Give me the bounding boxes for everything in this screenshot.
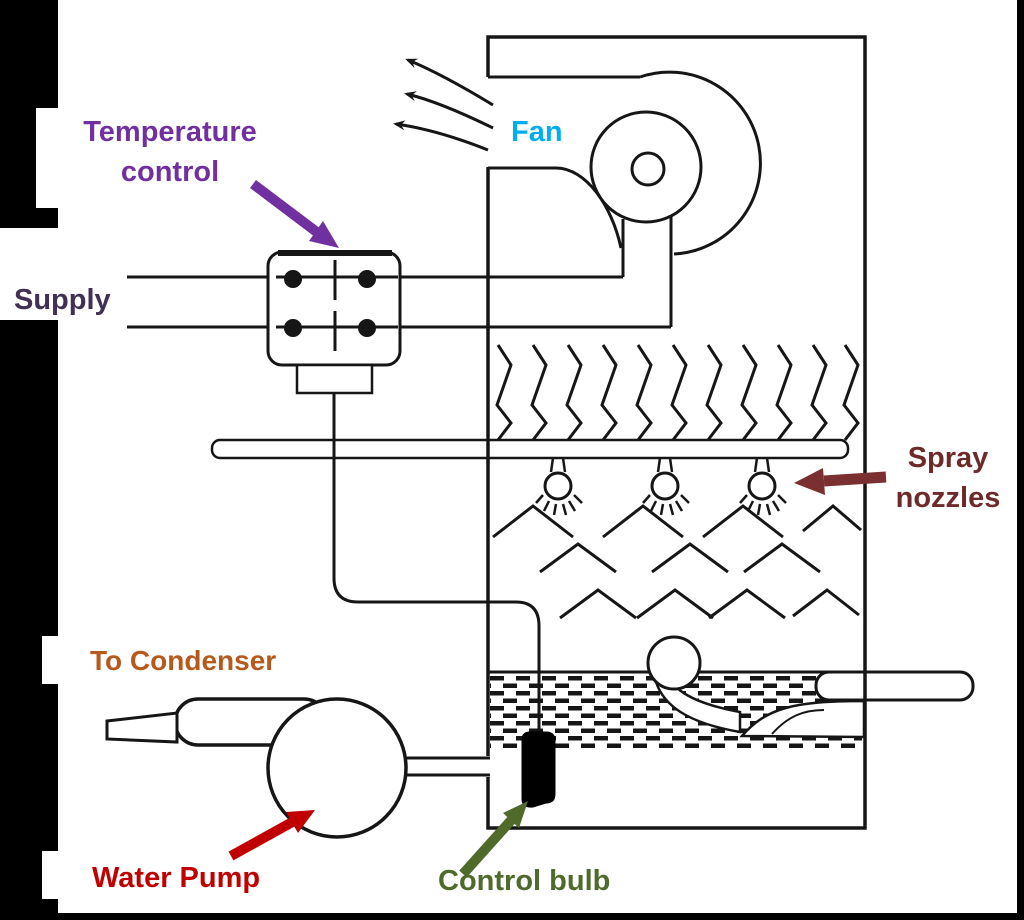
spray-nozzles-label: Spray nozzles	[895, 442, 1001, 514]
supply-label: Supply	[14, 284, 111, 316]
fan-inlet-step	[488, 166, 623, 249]
temperature-control-label: Temperature control	[83, 116, 257, 188]
fan-scroll	[639, 70, 762, 256]
switch-base	[295, 363, 374, 395]
float-valve	[646, 635, 975, 739]
contact-dot	[284, 319, 302, 337]
control-bulb-arrow	[459, 801, 528, 878]
contact-dot	[358, 319, 376, 337]
fan-hub	[630, 151, 666, 187]
water-pump-assembly	[105, 697, 490, 839]
water-pump-label: Water Pump	[92, 862, 261, 894]
spray-header	[210, 438, 850, 460]
float-ball	[646, 635, 702, 691]
spray-nozzles-arrow	[794, 468, 887, 495]
temperature-control-arrow	[249, 180, 339, 248]
air-exhaust-arrows	[393, 58, 494, 152]
contact-dot	[284, 270, 302, 288]
spray-nozzle	[642, 457, 690, 516]
capillary-line	[332, 393, 541, 734]
spray-nozzle	[739, 457, 787, 516]
casing	[486, 35, 867, 830]
spray-nozzles	[535, 457, 787, 516]
fill-chevrons	[492, 504, 862, 620]
spray-nozzle	[535, 457, 583, 516]
eliminator-zigzags	[495, 344, 860, 441]
temperature-control-switch	[266, 250, 402, 395]
discharge-pipe-outlet	[105, 711, 179, 744]
casing-outline	[486, 35, 867, 830]
fan-label: Fan	[511, 116, 563, 148]
control-bulb-label: Control bulb	[438, 865, 611, 897]
makeup-water-pipe	[814, 670, 975, 702]
control-bulb-shape	[521, 731, 556, 808]
fan-wheel	[589, 110, 703, 224]
water-pump-arrow	[228, 810, 315, 861]
water-pump-body	[266, 697, 408, 839]
fan-assembly	[488, 70, 762, 327]
to-condenser-label: To Condenser	[90, 645, 277, 676]
contact-dot	[358, 270, 376, 288]
